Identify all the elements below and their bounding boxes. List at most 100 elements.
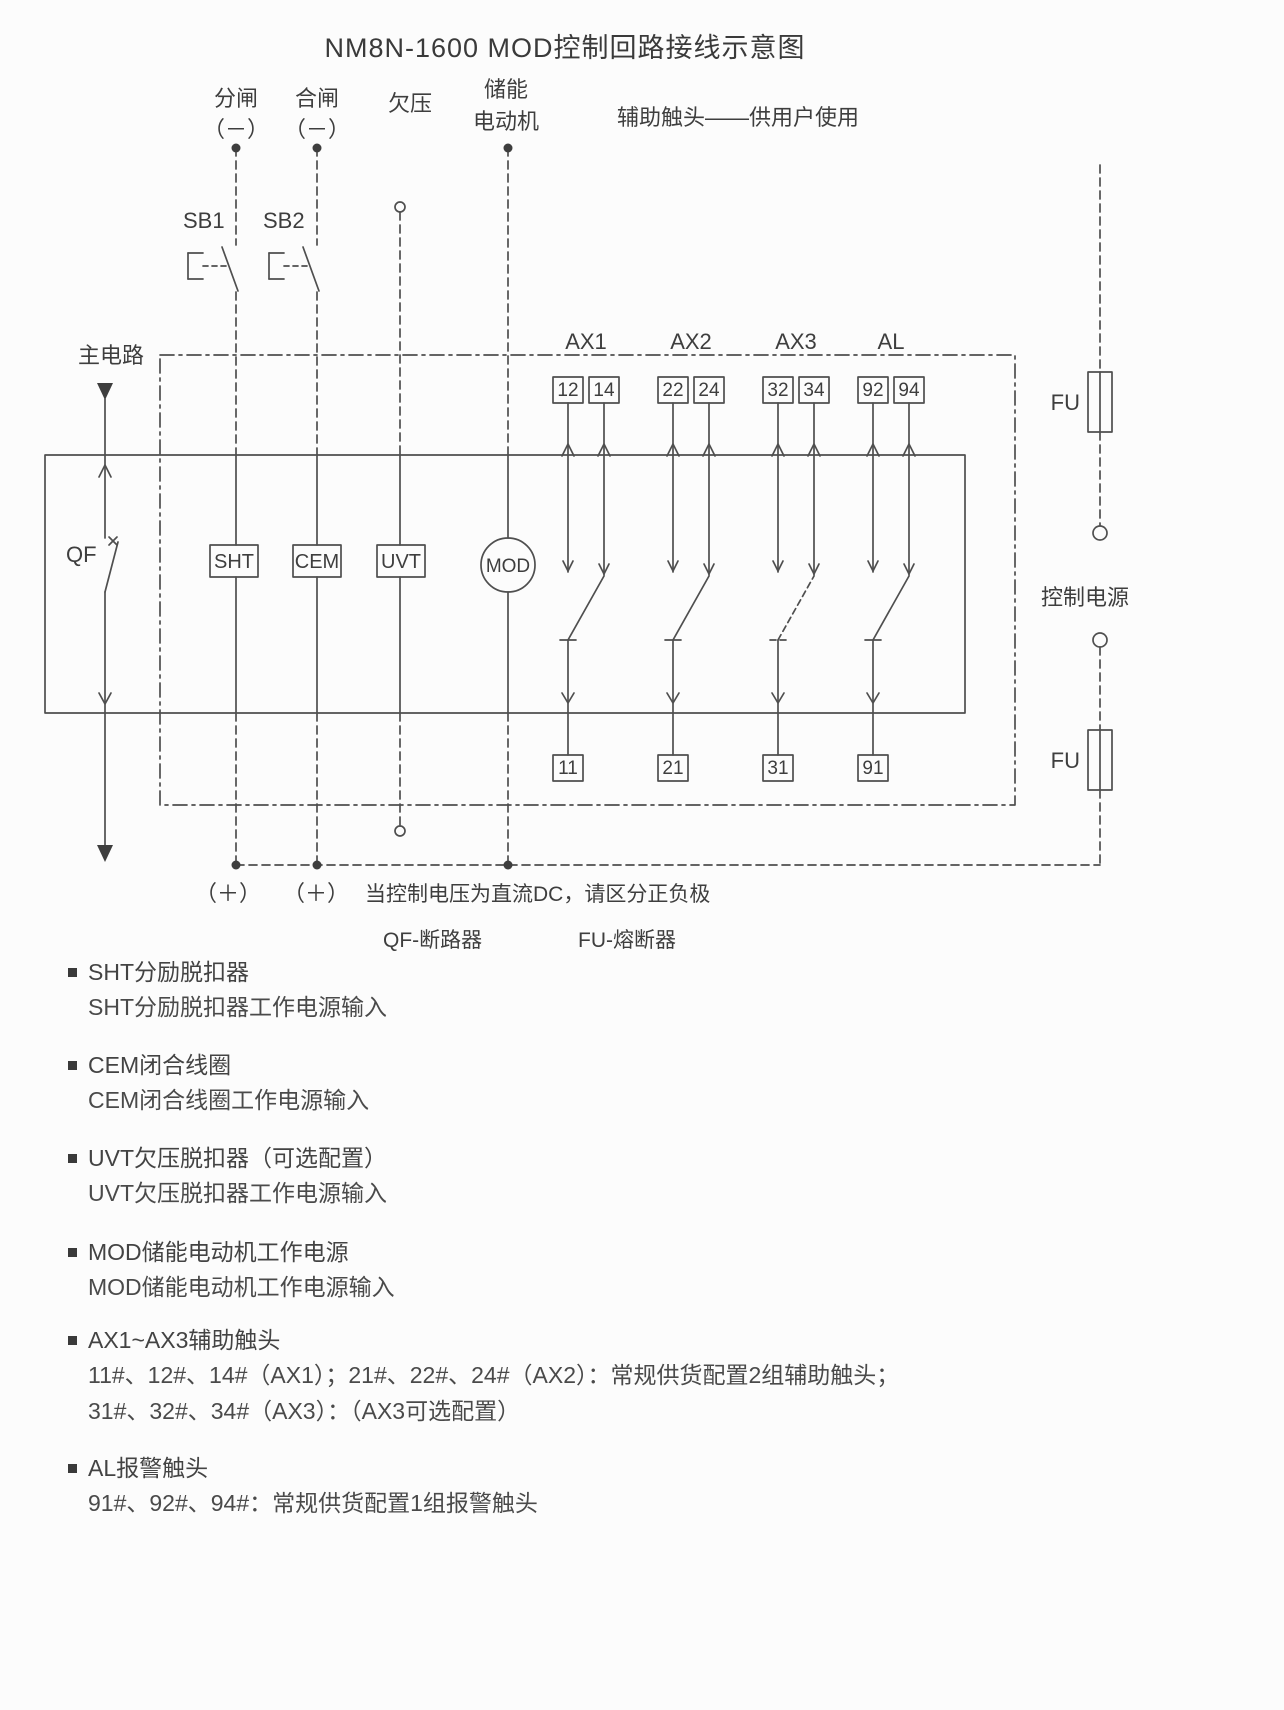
- motor-top-node: [503, 143, 513, 153]
- up-arrow-icon: [902, 443, 916, 457]
- plus-label-2: （＋）: [283, 881, 349, 906]
- control-power-label: 控制电源: [1041, 585, 1129, 610]
- down-arrow-icon: [771, 692, 785, 704]
- terminal-31: 31: [767, 758, 788, 779]
- sb1-contact-blade: [221, 246, 239, 292]
- dc-polarity-note: 当控制电压为直流DC，请区分正负极: [365, 883, 710, 906]
- legend-title: SHT分励脱扣器: [68, 955, 387, 989]
- plus-label-1: （＋）: [195, 881, 261, 906]
- group-label-ax3: AX3: [775, 329, 817, 354]
- bullet-icon: [68, 1060, 77, 1070]
- main-circuit-label: 主电路: [78, 343, 144, 368]
- terminal-32-box: [762, 376, 794, 404]
- contact-arrow-icon: [772, 560, 784, 572]
- control-power-terminal-top: [1092, 525, 1108, 541]
- open-polarity-label: （－）: [203, 117, 269, 142]
- sb1-label: SB1: [183, 208, 225, 233]
- legend-line: SHT分励脱扣器工作电源输入: [88, 994, 387, 1020]
- up-arrow-icon: [702, 443, 716, 457]
- qf-caption: QF-断路器: [383, 929, 482, 952]
- ax3-contact-group: [762, 376, 830, 782]
- contact-arrow-icon: [667, 560, 679, 572]
- uvt-box: [376, 544, 426, 578]
- legend-item-sht: SHT分励脱扣器 SHT分励脱扣器工作电源输入: [68, 955, 387, 1025]
- fuse-bottom-label: FU: [1051, 748, 1080, 773]
- storage-label-line2: 电动机: [473, 109, 539, 134]
- main-in-arrow-icon: [97, 383, 113, 400]
- legend-item-cem: CEM闭合线圈 CEM闭合线圈工作电源输入: [68, 1048, 369, 1118]
- terminal-32: 32: [767, 380, 788, 401]
- breaker-outline-box: [159, 354, 1016, 806]
- group-label-al: AL: [878, 329, 905, 354]
- terminal-24-box: [693, 376, 725, 404]
- aux-contacts-note: 辅助触头——供用户使用: [617, 105, 859, 130]
- fu-caption: FU-熔断器: [578, 929, 676, 952]
- terminal-92-box: [857, 376, 889, 404]
- terminal-94: 94: [898, 380, 920, 401]
- page-title: NM8N-1600 MOD控制回路接线示意图: [324, 33, 806, 63]
- fuse-top-label: FU: [1051, 390, 1080, 415]
- al-blade: [872, 575, 910, 641]
- terminal-14: 14: [593, 380, 615, 401]
- close-polarity-label: （－）: [284, 117, 350, 142]
- group-label-ax2: AX2: [670, 329, 712, 354]
- cem-label: CEM: [295, 551, 339, 573]
- legend-line: 11#、12#、14#（AX1）；21#、22#、24#（AX2）：常规供货配置…: [88, 1362, 900, 1388]
- control-power-feed: [235, 164, 1113, 866]
- terminal-21-box: [657, 754, 689, 782]
- legend-item-ax: AX1~AX3辅助触头 11#、12#、14#（AX1）；21#、22#、24#…: [68, 1323, 899, 1429]
- ax1-contact-group: [552, 376, 620, 782]
- legend-title-text: CEM闭合线圈: [88, 1052, 232, 1078]
- legend-line: CEM闭合线圈工作电源输入: [88, 1087, 370, 1113]
- up-arrow-icon: [98, 464, 112, 478]
- ax1-blade: [567, 575, 605, 641]
- cem-box: [292, 544, 342, 578]
- down-arrow-icon: [561, 692, 575, 704]
- down-arrow-icon: [98, 692, 112, 705]
- terminal-94-box: [893, 376, 925, 404]
- sht-label: SHT: [214, 551, 254, 573]
- bullet-icon: [68, 1335, 77, 1345]
- group-label-ax1: AX1: [565, 329, 607, 354]
- control-power-terminal-bottom: [1092, 632, 1108, 648]
- terminal-22-box: [657, 376, 689, 404]
- bullet-icon: [68, 1463, 77, 1473]
- charging-motor-branch: [480, 147, 536, 866]
- legend-line: 31#、32#、34#（AX3）：（AX3可选配置）: [88, 1398, 521, 1424]
- open-coil-bottom-node: [231, 860, 241, 870]
- terminal-31-box: [762, 754, 794, 782]
- up-arrow-icon: [807, 443, 821, 457]
- terminal-34-box: [798, 376, 830, 404]
- legend-item-al: AL报警触头 91#、92#、94#：常规供货配置1组报警触头: [68, 1451, 538, 1521]
- terminal-11: 11: [558, 758, 578, 779]
- down-arrow-icon: [666, 692, 680, 704]
- sht-box: [209, 544, 259, 578]
- terminal-11-box: [552, 754, 584, 782]
- legend-title-text: MOD储能电动机工作电源: [88, 1239, 349, 1265]
- legend-title: UVT欠压脱扣器（可选配置）: [68, 1141, 387, 1175]
- qf-label: QF: [66, 542, 97, 567]
- up-arrow-icon: [561, 443, 575, 457]
- legend-item-uvt: UVT欠压脱扣器（可选配置） UVT欠压脱扣器工作电源输入: [68, 1141, 387, 1211]
- legend-title: AX1~AX3辅助触头: [68, 1323, 899, 1357]
- open-label: 分闸: [214, 86, 258, 111]
- al-contact-group: [857, 376, 925, 782]
- up-arrow-icon: [666, 443, 680, 457]
- terminal-92: 92: [862, 380, 883, 401]
- main-out-arrow-icon: [97, 845, 113, 862]
- legend-title: CEM闭合线圈: [68, 1048, 369, 1082]
- uvt-label: UVT: [381, 551, 421, 573]
- close-coil-top-node: [312, 143, 322, 153]
- legend-title-text: SHT分励脱扣器: [88, 959, 249, 985]
- legend-title-text: AX1~AX3辅助触头: [88, 1327, 281, 1353]
- wiring-diagram: 分闸 （－） 合闸 （－） 欠压 储能 电动机 辅助触头——供用户使用 SB1 …: [44, 77, 1129, 952]
- close-coil-bottom-node: [312, 860, 322, 870]
- bullet-icon: [68, 967, 77, 977]
- bullet-icon: [68, 1247, 77, 1257]
- contact-arrow-icon: [903, 563, 915, 575]
- legend-item-mod: MOD储能电动机工作电源 MOD储能电动机工作电源输入: [68, 1235, 395, 1305]
- open-coil-top-node: [231, 143, 241, 153]
- contact-arrow-icon: [867, 560, 879, 572]
- mod-label: MOD: [486, 556, 530, 577]
